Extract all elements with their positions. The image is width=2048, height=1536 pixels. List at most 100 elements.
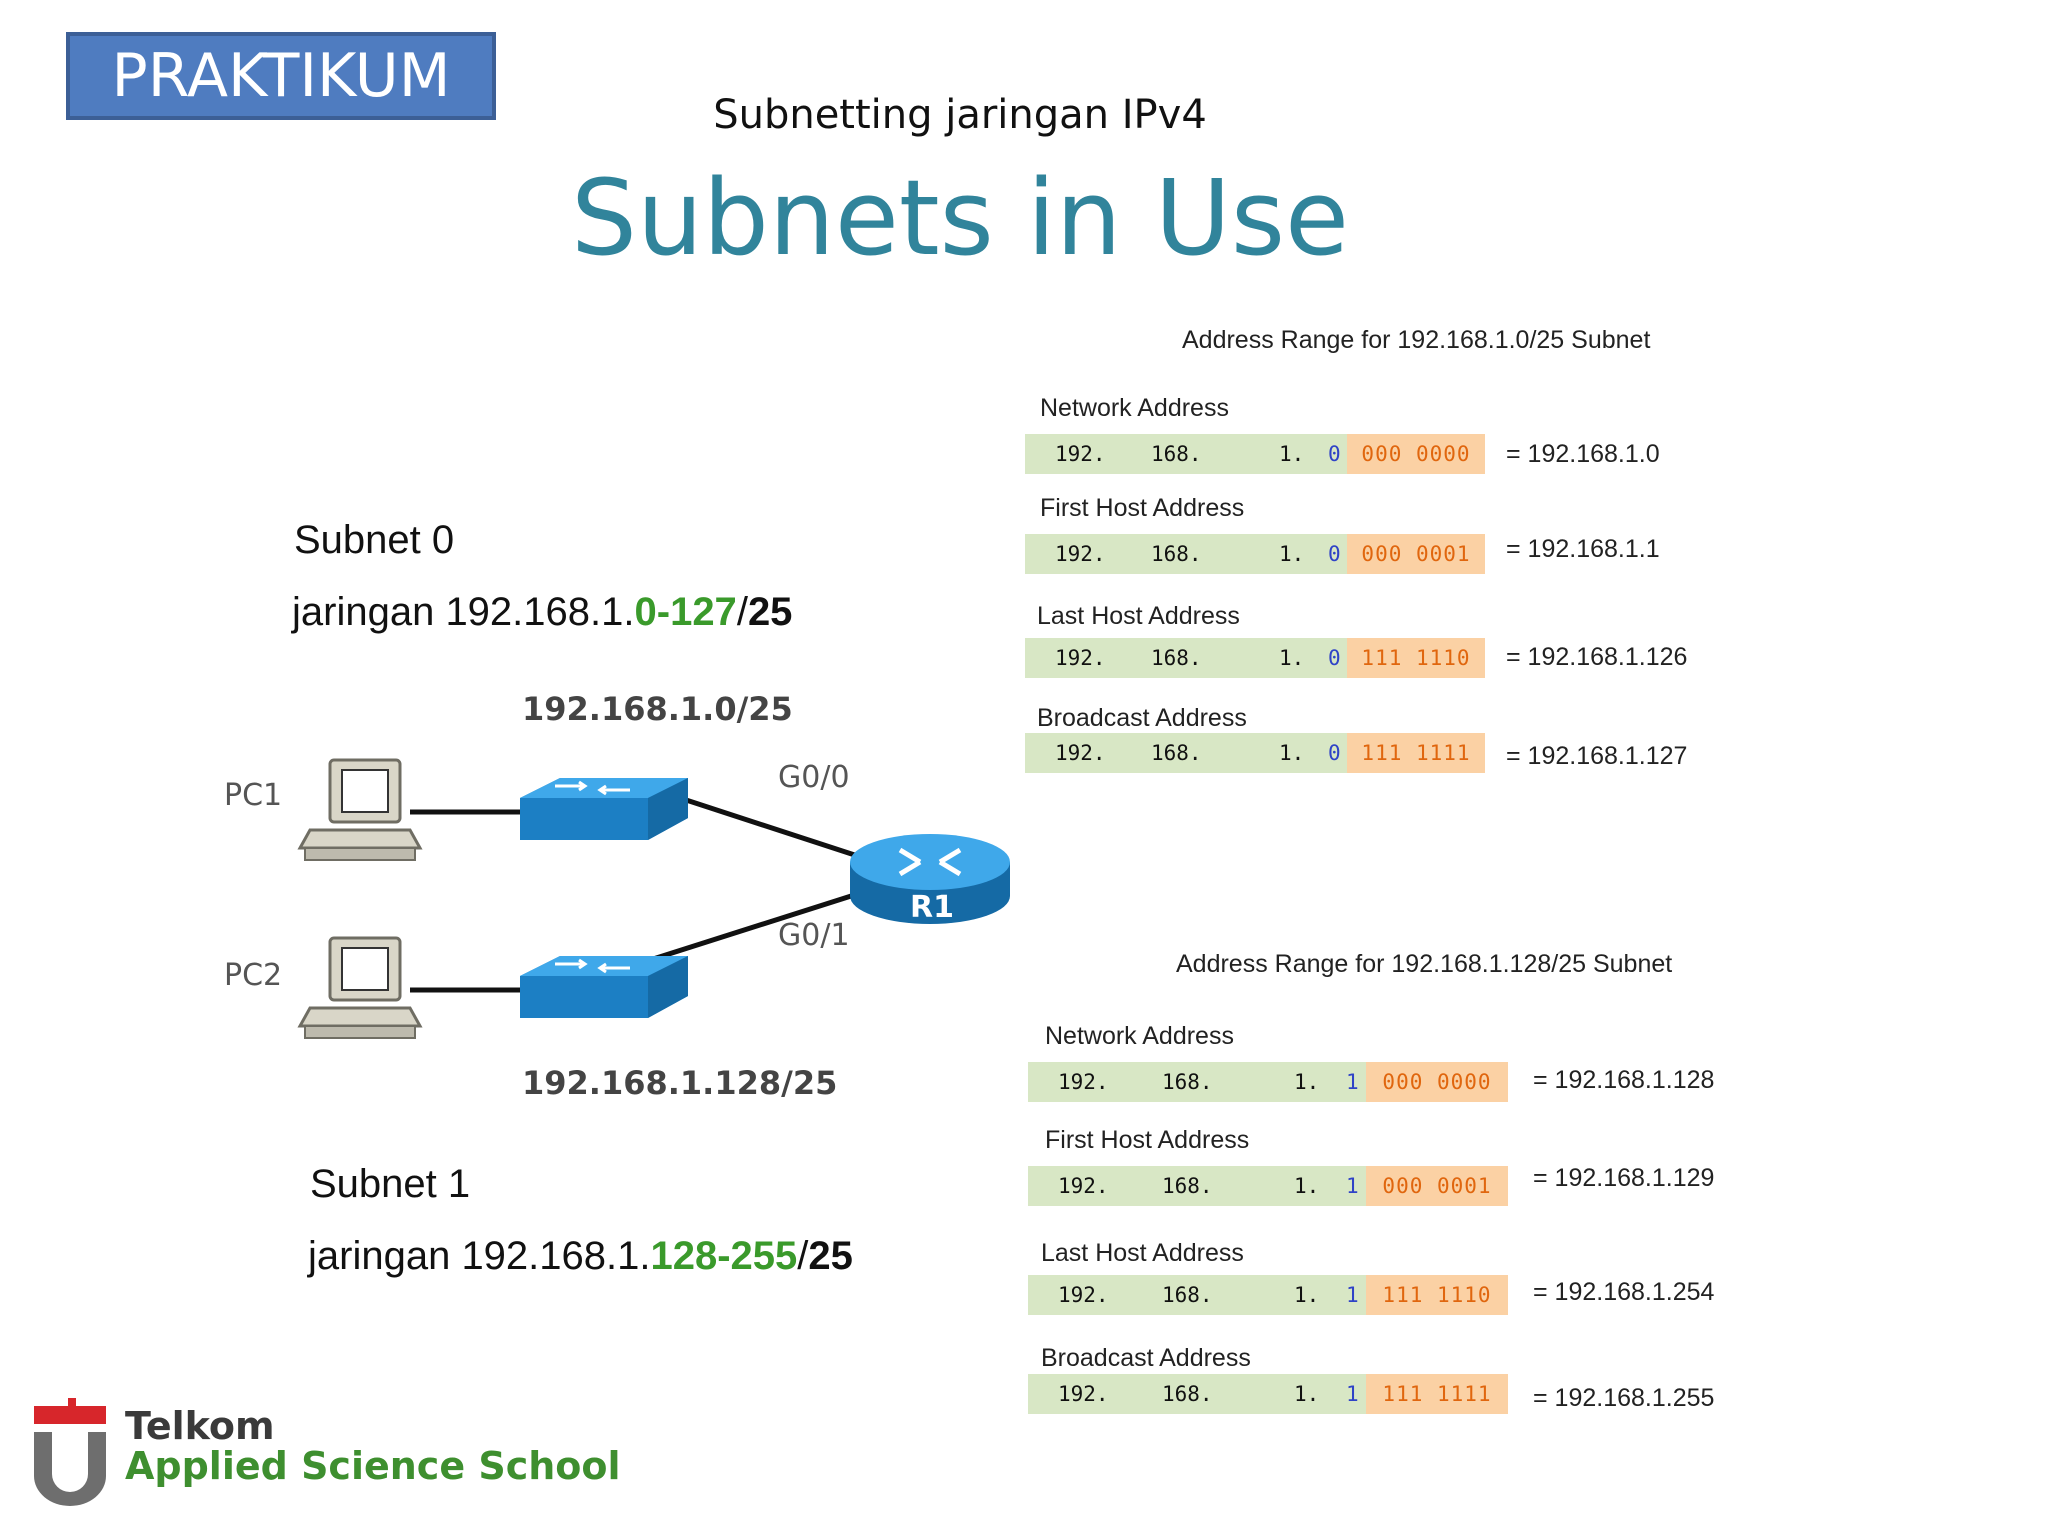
slide-subtitle: Subnetting jaringan IPv4 xyxy=(713,92,1207,138)
table-1-row-2-bits: 192. 168. 1. 0 000 0001 xyxy=(1025,534,1485,574)
table-1-row-2-label: First Host Address xyxy=(1040,494,1245,522)
table-1-row-3-bits: 192. 168. 1. 0 111 1110 xyxy=(1025,638,1485,678)
octet-2: 168. xyxy=(1151,442,1202,466)
table-1-row-3-result: = 192.168.1.126 xyxy=(1506,643,1688,671)
router-r1-icon xyxy=(850,834,1010,924)
subnet-0-slash: / xyxy=(736,590,748,634)
network-bits: 192. 168. 1. 0 xyxy=(1025,434,1347,474)
praktikum-badge: PRAKTIKUM xyxy=(66,32,496,120)
octet-2: 168. xyxy=(1162,1070,1213,1094)
octet-1: 192. xyxy=(1055,741,1106,765)
subnet-1-heading: Subnet 1 xyxy=(310,1162,471,1206)
octet-3: 1. xyxy=(1279,542,1305,566)
subnet-bit: 0 xyxy=(1328,542,1341,566)
network-diagram: 192.168.1.0/25 192.168.1.128/25 PC1 PC2 … xyxy=(210,690,1040,1120)
network-bits: 192. 168. 1. 1 xyxy=(1028,1062,1366,1102)
subnet-1-network: jaringan 192.168.1.128-255/25 xyxy=(308,1234,853,1279)
subnet-bit: 0 xyxy=(1328,741,1341,765)
subnet-bit: 1 xyxy=(1346,1382,1359,1406)
network-diagram-svg xyxy=(297,758,1010,1039)
octet-1: 192. xyxy=(1055,442,1106,466)
pc1-computer-icon xyxy=(297,758,423,861)
table-2-row-3-label: Last Host Address xyxy=(1041,1239,1244,1267)
octet-3: 1. xyxy=(1294,1174,1320,1198)
table-2-row-3-result: = 192.168.1.254 xyxy=(1533,1278,1715,1306)
subnet-0-heading: Subnet 0 xyxy=(294,518,455,562)
port-g01-label: G0/1 xyxy=(778,918,850,953)
octet-1: 192. xyxy=(1055,646,1106,670)
subnet-bit: 1 xyxy=(1346,1283,1359,1307)
table-2-row-2-result: = 192.168.1.129 xyxy=(1533,1164,1715,1192)
network-bits: 192. 168. 1. 1 xyxy=(1028,1374,1366,1414)
host-bits: 000 0001 xyxy=(1366,1166,1508,1206)
subnet-0-range: 0-127 xyxy=(634,590,737,634)
subnet-0-network: jaringan 192.168.1.0-127/25 xyxy=(292,590,792,635)
octet-3: 1. xyxy=(1279,646,1305,670)
switch-1-icon xyxy=(520,778,688,840)
table-1-row-4-result: = 192.168.1.127 xyxy=(1506,742,1688,770)
table-2-row-1-label: Network Address xyxy=(1045,1022,1234,1050)
subnet-bit: 0 xyxy=(1328,442,1341,466)
table-2-row-3-bits: 192. 168. 1. 1 111 1110 xyxy=(1028,1275,1508,1315)
subnet-1-slash: / xyxy=(797,1234,809,1278)
pc1-label: PC1 xyxy=(224,778,283,813)
host-bits: 111 1111 xyxy=(1366,1374,1508,1414)
octet-2: 168. xyxy=(1151,542,1202,566)
telkom-logo-icon xyxy=(30,1396,110,1508)
port-g00-label: G0/0 xyxy=(778,760,850,795)
slide-title: Subnets in Use xyxy=(570,157,1350,279)
host-bits: 000 0000 xyxy=(1366,1062,1508,1102)
host-bits: 111 1110 xyxy=(1366,1275,1508,1315)
network-bottom-label: 192.168.1.128/25 xyxy=(522,1064,838,1102)
table-2-row-4-bits: 192. 168. 1. 1 111 1111 xyxy=(1028,1374,1508,1414)
table-2-row-2-label: First Host Address xyxy=(1045,1126,1250,1154)
octet-2: 168. xyxy=(1151,646,1202,670)
octet-3: 1. xyxy=(1294,1382,1320,1406)
table-1-row-2-result: = 192.168.1.1 xyxy=(1506,535,1660,563)
link-switch2-router xyxy=(649,887,871,963)
octet-3: 1. xyxy=(1279,741,1305,765)
network-bits: 192. 168. 1. 0 xyxy=(1025,733,1347,773)
logo-telkom-text: Telkom xyxy=(125,1404,275,1448)
subnet-0-network-prefix: jaringan 192.168.1. xyxy=(292,590,635,634)
octet-1: 192. xyxy=(1058,1174,1109,1198)
table-1-row-4-bits: 192. 168. 1. 0 111 1111 xyxy=(1025,733,1485,773)
table-2-row-1-bits: 192. 168. 1. 1 000 0000 xyxy=(1028,1062,1508,1102)
octet-2: 168. xyxy=(1162,1174,1213,1198)
table-2-title: Address Range for 192.168.1.128/25 Subne… xyxy=(1176,950,1673,978)
subnet-1-network-prefix: jaringan 192.168.1. xyxy=(308,1234,651,1278)
octet-3: 1. xyxy=(1294,1283,1320,1307)
host-bits: 000 0001 xyxy=(1347,534,1485,574)
octet-3: 1. xyxy=(1279,442,1305,466)
subnet-bit: 0 xyxy=(1328,646,1341,670)
switch-2-icon xyxy=(520,956,688,1018)
octet-1: 192. xyxy=(1058,1382,1109,1406)
network-bits: 192. 168. 1. 0 xyxy=(1025,638,1347,678)
logo-school-text: Applied Science School xyxy=(125,1444,621,1488)
octet-1: 192. xyxy=(1058,1283,1109,1307)
table-2-row-2-bits: 192. 168. 1. 1 000 0001 xyxy=(1028,1166,1508,1206)
pc2-label: PC2 xyxy=(224,958,283,993)
host-bits: 111 1111 xyxy=(1347,733,1485,773)
table-1-row-4-label: Broadcast Address xyxy=(1037,704,1247,732)
network-bits: 192. 168. 1. 0 xyxy=(1025,534,1347,574)
subnet-1-mask: 25 xyxy=(808,1234,853,1278)
table-1-row-1-result: = 192.168.1.0 xyxy=(1506,440,1660,468)
host-bits: 111 1110 xyxy=(1347,638,1485,678)
octet-3: 1. xyxy=(1294,1070,1320,1094)
subnet-0-mask: 25 xyxy=(747,590,793,634)
octet-2: 168. xyxy=(1151,741,1202,765)
router-r1-label: R1 xyxy=(910,890,954,925)
link-switch1-router xyxy=(679,795,871,863)
network-bits: 192. 168. 1. 1 xyxy=(1028,1166,1366,1206)
octet-1: 192. xyxy=(1055,542,1106,566)
subnet-bit: 1 xyxy=(1346,1174,1359,1198)
subnet-bit: 1 xyxy=(1346,1070,1359,1094)
pc2-computer-icon xyxy=(297,936,423,1039)
table-1-row-1-bits: 192. 168. 1. 0 000 0000 xyxy=(1025,434,1485,474)
octet-2: 168. xyxy=(1162,1283,1213,1307)
network-bits: 192. 168. 1. 1 xyxy=(1028,1275,1366,1315)
table-2-row-4-label: Broadcast Address xyxy=(1041,1344,1251,1372)
subnet-1-range: 128-255 xyxy=(650,1234,798,1278)
table-2-row-4-result: = 192.168.1.255 xyxy=(1533,1384,1715,1412)
